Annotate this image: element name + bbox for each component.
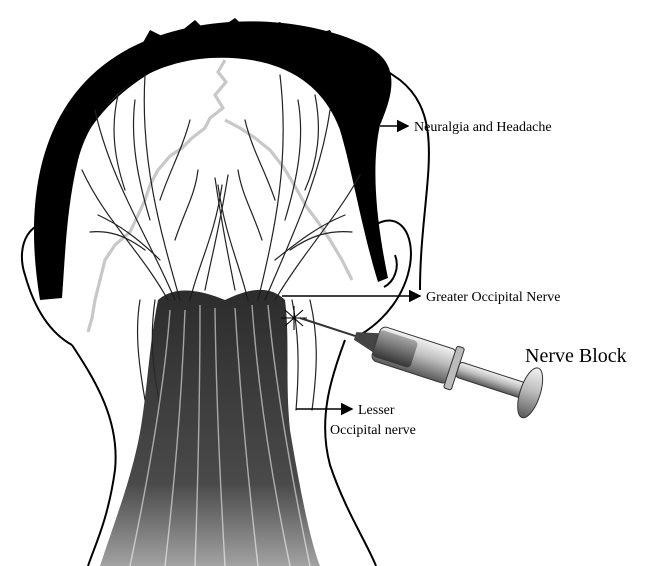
- lesser-nerve-label-line1: Lesser: [358, 403, 395, 418]
- lesser-nerve-label-line2: Occipital nerve: [330, 423, 416, 438]
- neck-right-side: [325, 340, 376, 566]
- nerve-block-label: Nerve Block: [525, 345, 627, 367]
- syringe-icon: [292, 293, 548, 420]
- hair-band: [34, 21, 391, 300]
- neuralgia-label: Neuralgia and Headache: [414, 120, 552, 135]
- greater-nerve-label: Greater Occipital Nerve: [426, 290, 560, 305]
- neck-left-side: [72, 345, 116, 566]
- neck-muscle: [100, 290, 320, 566]
